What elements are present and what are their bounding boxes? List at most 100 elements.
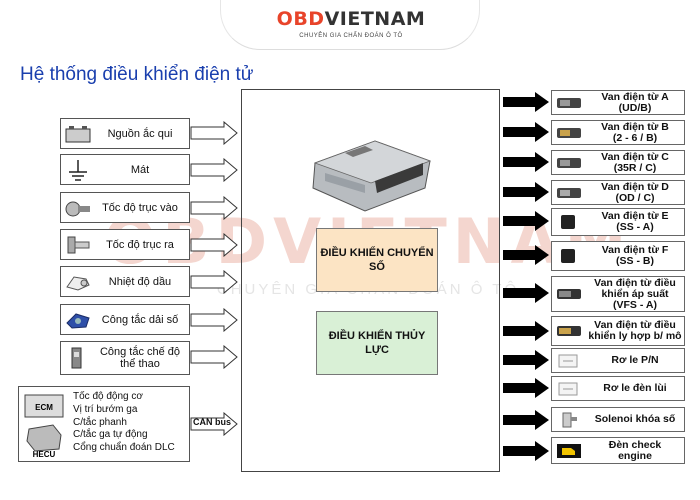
solenoid-icon	[552, 121, 586, 144]
output-arrow	[503, 283, 549, 303]
output-arrow	[503, 245, 549, 265]
input-label: Công tắc dải số	[101, 313, 179, 326]
output-arrow	[503, 321, 549, 341]
output-line: (2 - 6 / B)	[612, 131, 658, 144]
input-sport-mode-switch: Công tắc chế độ thể thao	[60, 341, 190, 375]
relay-icon	[552, 377, 586, 400]
ecm-line: C/tắc ga tự động	[73, 429, 148, 441]
output-solenoid-d: Van điện từ D(OD / C)	[551, 180, 685, 205]
hecu-label: HECU	[33, 450, 56, 459]
output-line: Van điện từ B	[601, 121, 669, 133]
output-line: (OD / C)	[615, 191, 655, 204]
lock-solenoid-icon	[552, 408, 586, 431]
output-line: khiển áp suất	[601, 287, 669, 300]
input-output-shaft-speed: Tốc độ trục ra	[60, 229, 190, 260]
ecm-icon: ECM HECU	[24, 394, 64, 459]
output-arrow	[503, 378, 549, 398]
output-line: khiển ly hợp b/ mô	[588, 330, 682, 342]
header: OBDVIETNAM CHUYÊN GIA CHẨN ĐOÁN Ô TÔ	[0, 0, 700, 52]
output-line: Van điện từ điều	[594, 277, 676, 289]
output-shift-lock-solenoid: Solenoi khóa số	[551, 407, 685, 432]
ecm-label: ECM	[35, 403, 53, 412]
solenoid-icon	[552, 242, 586, 270]
output-arrow	[503, 350, 549, 370]
ecm-hecu-block: ECM HECU Tốc độ động cơ Vị trí bướm ga C…	[18, 386, 190, 462]
output-line: (SS - B)	[616, 255, 654, 267]
output-line: Van điện từ F	[601, 245, 669, 256]
output-arrow	[503, 441, 549, 461]
ecm-line: Cổng chuẩn đoán DLC	[73, 442, 175, 454]
output-solenoid-e: Van điện từ E(SS - A)	[551, 208, 685, 236]
output-line: Van điện từ E	[601, 211, 669, 222]
solenoid-icon	[552, 181, 586, 204]
input-label: Công tắc chế độ thể thao	[99, 346, 181, 370]
output-line: (SS - A)	[616, 221, 654, 233]
output-line: (35R / C)	[613, 161, 657, 174]
input-input-shaft-speed: Tốc độ trục vào	[60, 192, 190, 223]
input-arrow	[190, 196, 238, 220]
output-line: (UD/B)	[618, 101, 652, 114]
input-label: Nhiệt độ dầu	[108, 275, 172, 288]
logo-part1: OBD	[276, 8, 325, 30]
output-line: Đèn check	[608, 439, 662, 451]
output-solenoid-c: Van điện từ C(35R / C)	[551, 150, 685, 175]
output-line: Rơ le P/N	[611, 355, 659, 366]
output-solenoid-b: Van điện từ B(2 - 6 / B)	[551, 120, 685, 145]
output-arrow	[503, 211, 549, 231]
logo-tagline: CHUYÊN GIA CHẨN ĐOÁN Ô TÔ	[299, 33, 403, 39]
input-arrow	[190, 308, 238, 332]
page-title: Hệ thống điều khiển điện tử	[20, 64, 254, 85]
input-arrow	[190, 158, 238, 182]
relay-icon	[552, 349, 586, 372]
check-engine-icon	[552, 438, 586, 463]
shift-control-block: ĐIỀU KHIỂN CHUYỂN SỐ	[316, 228, 438, 292]
solenoid-icon	[552, 209, 586, 235]
output-arrow	[503, 410, 549, 430]
logo-part2: VIETNAM	[324, 8, 426, 30]
output-solenoid-f: Van điện từ F(SS - B)	[551, 241, 685, 271]
input-label: Mát	[130, 163, 150, 176]
hydraulic-control-block: ĐIỀU KHIỂN THỦY LỰC	[316, 311, 438, 375]
output-line: (VFS - A)	[613, 298, 657, 311]
output-line: Van điện từ D	[601, 181, 669, 193]
output-reverse-light-relay: Rơ le đèn lùi	[551, 376, 685, 401]
battery-icon	[61, 119, 95, 148]
input-ground: Mát	[60, 154, 190, 185]
logo: OBDVIETNAM	[221, 8, 481, 30]
input-arrow	[190, 345, 238, 369]
output-arrow	[503, 152, 549, 172]
input-battery: Nguồn ắc qui	[60, 118, 190, 149]
input-arrow	[190, 270, 238, 294]
ecm-line: Vị trí bướm ga	[73, 403, 138, 415]
ground-icon	[61, 155, 95, 184]
ecm-line: Tốc độ động cơ	[73, 391, 143, 402]
input-oil-temperature: Nhiệt độ dầu	[60, 266, 190, 297]
output-line: Van điện từ C	[601, 151, 669, 163]
can-bus-arrow	[190, 412, 238, 436]
output-arrow	[503, 122, 549, 142]
input-arrow	[190, 233, 238, 257]
input-label: Tốc độ trục vào	[102, 201, 178, 214]
output-line: engine	[618, 449, 652, 462]
ecm-line: C/tắc phanh	[73, 416, 127, 428]
speed-sensor-icon	[61, 193, 95, 222]
solenoid-icon	[552, 317, 586, 345]
output-line: Van điện từ A	[601, 91, 669, 103]
logo-tab: OBDVIETNAM CHUYÊN GIA CHẨN ĐOÁN Ô TÔ	[220, 0, 480, 50]
input-label: Nguồn ắc qui	[107, 127, 173, 140]
input-label: Tốc độ trục ra	[106, 238, 174, 251]
output-line: Van điện từ điều	[594, 320, 676, 331]
output-arrow	[503, 182, 549, 202]
output-pn-relay: Rơ le P/N	[551, 348, 685, 373]
temperature-sensor-icon	[61, 267, 95, 296]
solenoid-icon	[552, 277, 586, 311]
sport-switch-icon	[61, 342, 95, 374]
solenoid-icon	[552, 151, 586, 174]
ecm-signal-list: Tốc độ động cơ Vị trí bướm ga C/tắc phan…	[73, 391, 175, 455]
ecu-module-icon	[312, 140, 432, 212]
input-range-switch: Công tắc dải số	[60, 304, 190, 335]
can-bus-label: CAN bus	[193, 417, 231, 427]
